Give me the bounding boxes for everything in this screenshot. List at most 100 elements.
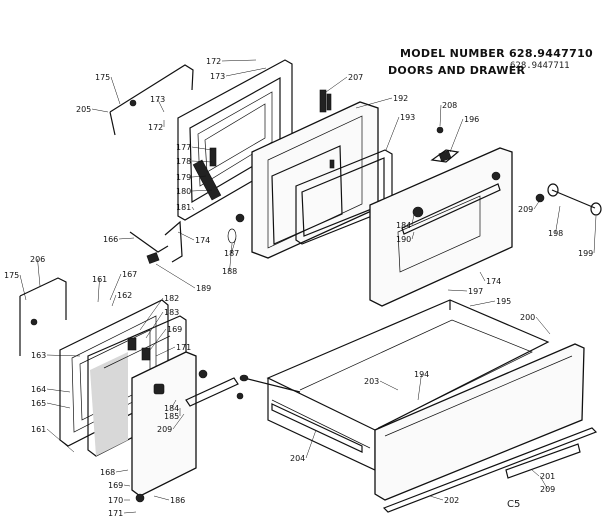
callout-label: 175: [95, 73, 110, 82]
callout-leader: [46, 402, 71, 409]
callout-leader: [191, 206, 195, 211]
hinge-182-171: [127, 337, 208, 379]
callout-leader: [535, 316, 551, 335]
callout-leader: [191, 146, 213, 151]
screw-187: [235, 213, 245, 223]
callout-label: 174: [195, 236, 210, 245]
callout-leader: [191, 160, 213, 163]
callout-leader: [479, 271, 486, 282]
callout-leader: [225, 67, 267, 77]
callout-leader: [411, 231, 415, 240]
callout-leader: [439, 104, 442, 127]
callout-leader: [109, 273, 122, 301]
callout-label: 172: [148, 123, 163, 132]
callout-leader: [157, 98, 165, 113]
callout-label: 185: [164, 412, 179, 421]
callout-label: 168: [100, 468, 115, 477]
callout-leader: [123, 511, 137, 514]
rail-202: [382, 427, 598, 513]
callout-leader: [191, 175, 207, 178]
callout-label: 205: [76, 105, 91, 114]
callout-label: 198: [548, 229, 563, 238]
callout-label: 174: [486, 277, 501, 286]
callout-leader: [533, 199, 541, 210]
drawer-runner-204: [271, 403, 363, 453]
callout-leader: [231, 237, 237, 254]
callout-leader: [449, 118, 464, 153]
callout-label: 188: [222, 267, 237, 276]
callout-leader: [19, 274, 27, 301]
callout-label: 177: [176, 143, 191, 152]
callout-label: 163: [31, 351, 46, 360]
callout-label: 200: [520, 313, 535, 322]
callout-label: 175: [4, 271, 19, 280]
callout-label: 201: [540, 472, 555, 481]
callout-leader: [417, 373, 422, 401]
callout-leader: [37, 258, 41, 287]
callout-label: 193: [400, 113, 415, 122]
callout-label: 170: [108, 496, 123, 505]
callout-label: 166: [103, 235, 118, 244]
callout-leader: [229, 243, 233, 272]
callout-leader: [145, 311, 164, 339]
callout-leader: [305, 429, 317, 459]
callout-label: 196: [464, 115, 479, 124]
callout-leader: [111, 294, 117, 307]
callout-leader: [411, 213, 415, 226]
outer-door-panel: [251, 101, 379, 259]
callout-label: 171: [108, 509, 123, 518]
callout-leader: [46, 428, 75, 453]
rail-201: [505, 443, 581, 479]
callout-leader: [221, 59, 257, 62]
callout-label: 195: [496, 297, 511, 306]
callout-leader: [153, 495, 170, 501]
callout-label: 209: [540, 485, 555, 494]
callout-label: 169: [108, 481, 123, 490]
callout-leader: [593, 215, 597, 254]
callout-leader: [123, 484, 131, 487]
callout-label: 182: [164, 294, 179, 303]
callout-label: 203: [364, 377, 379, 386]
callout-leader: [149, 328, 167, 351]
callout-leader: [110, 76, 121, 105]
callout-label: 186: [170, 496, 185, 505]
side-door-186: [131, 351, 197, 503]
callout-label: 192: [393, 94, 408, 103]
callout-label: 161: [31, 425, 46, 434]
callout-leader: [118, 237, 135, 240]
model-number-alt: 628.9447711: [510, 61, 570, 71]
callout-leader: [115, 469, 129, 473]
callout-label: 183: [164, 308, 179, 317]
callout-leader: [155, 346, 176, 357]
callout-label: 167: [122, 270, 137, 279]
rod-clip-left: [30, 318, 38, 326]
callout-leader: [172, 413, 185, 430]
callout-label: 165: [31, 399, 46, 408]
callout-label: 184: [164, 404, 179, 413]
callout-leader: [46, 388, 71, 393]
callout-label: 190: [396, 235, 411, 244]
callout-labels: 1721731752051731722071921771781791801811…: [4, 57, 597, 518]
callout-label: 204: [290, 454, 305, 463]
callout-label: 199: [578, 249, 593, 258]
callout-leader: [191, 189, 213, 192]
callout-leader: [97, 278, 100, 303]
callout-label: 184: [396, 221, 411, 230]
rod-185: [185, 377, 244, 407]
hinge-166: [129, 220, 183, 264]
callout-leader: [539, 475, 548, 490]
callout-label: 179: [176, 173, 191, 182]
model-number-title: MODEL NUMBER 628.9447710: [400, 47, 593, 60]
callout-label: 209: [157, 425, 172, 434]
section-title: DOORS AND DRAWER: [388, 64, 526, 77]
callout-leader: [139, 297, 164, 331]
callout-label: 181: [176, 203, 191, 212]
rod-clip: [129, 99, 137, 107]
callout-leader: [531, 469, 540, 477]
callout-leader: [177, 231, 195, 241]
callout-label: 207: [348, 73, 363, 82]
callout-label: 173: [210, 72, 225, 81]
spring-188: [227, 228, 237, 244]
callout-leader: [447, 289, 468, 292]
callout-label: 171: [176, 343, 191, 352]
